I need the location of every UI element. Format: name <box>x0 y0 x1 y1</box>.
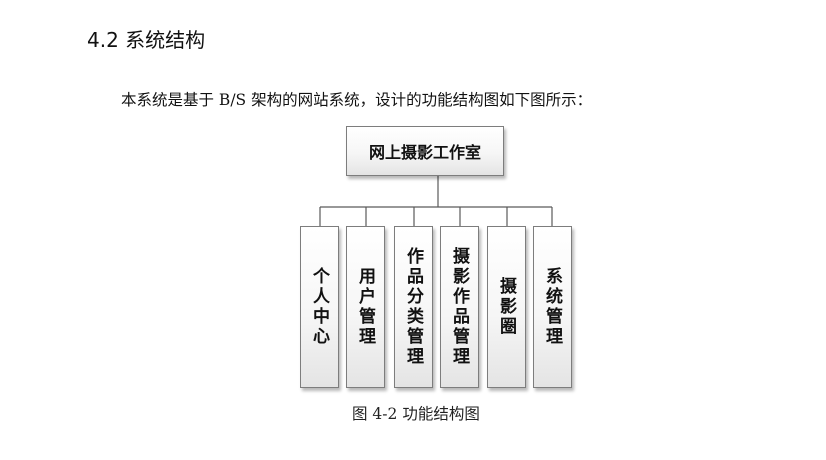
root-node-label: 网上摄影工作室 <box>368 143 481 162</box>
child-node-label: 系统管理 <box>542 267 562 347</box>
child-node-photo-works-management: 摄影作品管理 <box>440 226 479 388</box>
child-node-personal-center: 个人中心 <box>300 226 339 388</box>
section-heading: 4.2 系统结构 <box>87 28 206 52</box>
child-node-label: 摄影圈 <box>496 277 516 337</box>
figure-caption: 图 4-2 功能结构图 <box>352 405 480 423</box>
child-node-label: 个人中心 <box>309 267 329 347</box>
child-node-user-management: 用户管理 <box>346 226 385 388</box>
child-node-system-management: 系统管理 <box>533 226 572 388</box>
root-node: 网上摄影工作室 <box>346 126 504 176</box>
child-node-label: 作品分类管理 <box>403 247 423 367</box>
child-node-label: 摄影作品管理 <box>449 247 469 367</box>
child-node-photo-circle: 摄影圈 <box>487 226 526 388</box>
child-node-label: 用户管理 <box>355 267 375 347</box>
intro-paragraph: 本系统是基于 B/S 架构的网站系统，设计的功能结构图如下图所示： <box>121 91 593 109</box>
child-node-category-management: 作品分类管理 <box>394 226 433 388</box>
